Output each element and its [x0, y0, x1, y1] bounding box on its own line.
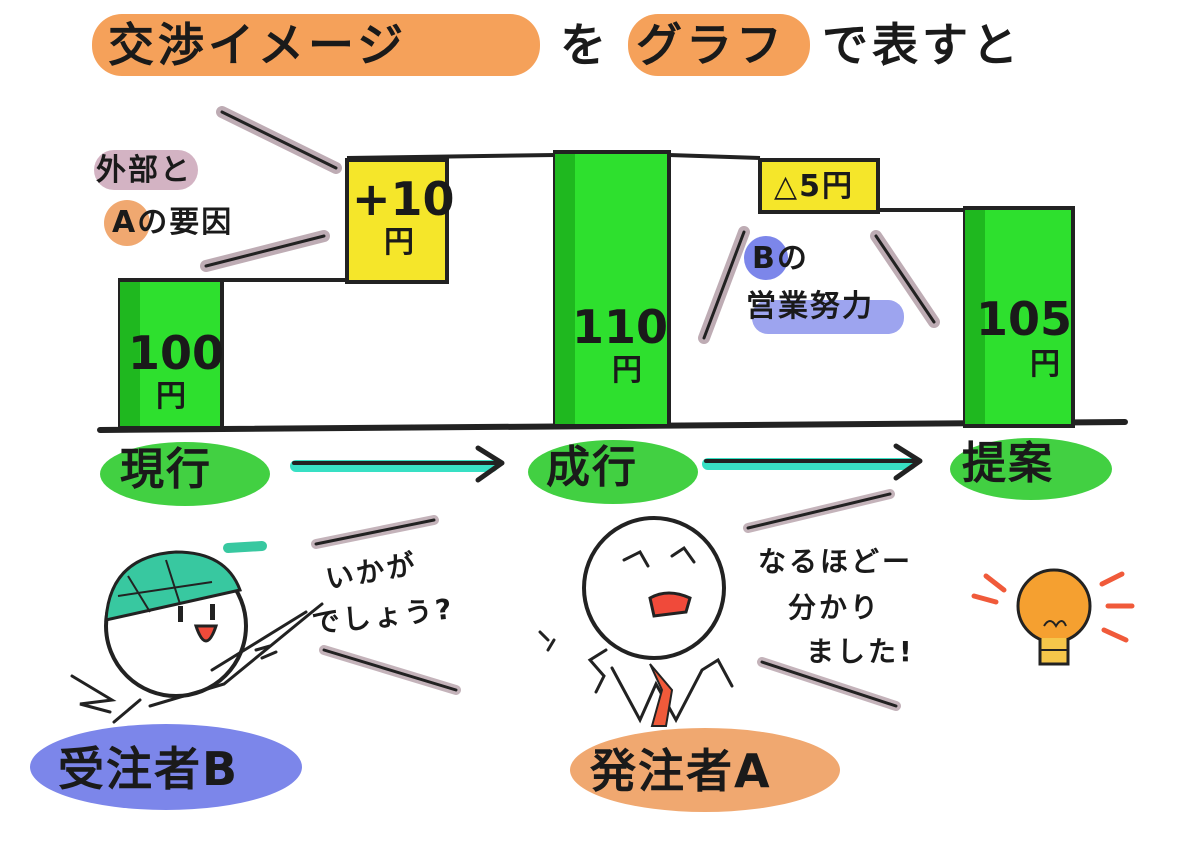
title-part-2: を	[560, 18, 610, 72]
role-highlight-orderer	[570, 728, 840, 812]
stage-current-label: 現行	[120, 444, 212, 495]
contractor-character	[70, 541, 324, 724]
emphasis-stroke	[874, 234, 936, 324]
speech-stroke	[314, 518, 436, 546]
bar-current-shade	[120, 282, 140, 426]
role-orderer-label: 発注者A	[590, 744, 772, 798]
bar-increase-value: +10	[352, 172, 455, 226]
title-part-3: グラフ	[636, 18, 786, 72]
bar-decrease-value: △5円	[774, 169, 854, 204]
bar-current-unit: 円	[156, 379, 186, 414]
connector-increase-settled	[346, 153, 556, 160]
title-highlight-2	[628, 14, 810, 76]
stage-highlight-settled	[528, 440, 698, 504]
title-highlight-1	[92, 14, 540, 76]
bar-current-value: 100	[128, 326, 225, 380]
stage-highlight-proposal	[950, 438, 1112, 500]
lightbulb-icon	[971, 568, 1135, 666]
stage-settled-label: 成行	[546, 442, 638, 493]
role-contractor-label: 受注者B	[58, 742, 240, 796]
arrow-current-to-settled	[290, 445, 505, 483]
orderer-character	[538, 516, 734, 727]
stage-proposal-label: 提案	[962, 438, 1054, 489]
bar-settled-value: 110	[572, 300, 669, 354]
bar-decrease	[758, 158, 880, 214]
note-effort-line1: Bの	[752, 241, 809, 276]
stage-highlight-current	[100, 442, 270, 506]
bar-increase	[345, 158, 449, 284]
note-highlight-a	[104, 200, 150, 246]
speech-stroke	[760, 660, 898, 708]
note-highlight-effort	[752, 300, 904, 334]
note-effort-line2: 営業努力	[746, 289, 874, 324]
arrow-settled-to-proposal	[702, 443, 923, 481]
title-part-4: で表すと	[822, 18, 1022, 72]
role-highlight-contractor	[30, 724, 302, 810]
emphasis-stroke	[702, 230, 746, 340]
bar-settled-shade	[555, 154, 575, 424]
note-highlight-external	[94, 150, 198, 190]
orderer-speech-line3: ました!	[806, 635, 915, 668]
orderer-speech-line2: 分かり	[788, 591, 882, 624]
speech-stroke	[746, 492, 892, 530]
bar-settled-unit: 円	[612, 353, 642, 388]
note-external-line2: Aの要因	[112, 205, 234, 240]
emphasis-stroke	[204, 234, 326, 268]
emphasis-stroke	[220, 110, 338, 170]
bar-proposal-value: 105	[976, 292, 1073, 346]
note-external-line1: 外部と	[96, 153, 192, 188]
speech-stroke	[322, 648, 458, 692]
orderer-speech-line1: なるほどー	[758, 545, 914, 578]
bar-increase-unit: 円	[384, 225, 414, 260]
note-highlight-b	[744, 236, 788, 280]
bar-proposal-shade	[965, 210, 985, 424]
connector-settled-decrease	[668, 153, 761, 160]
bar-proposal-unit: 円	[1030, 347, 1060, 382]
title-part-1: 交渉イメージ	[108, 18, 408, 72]
